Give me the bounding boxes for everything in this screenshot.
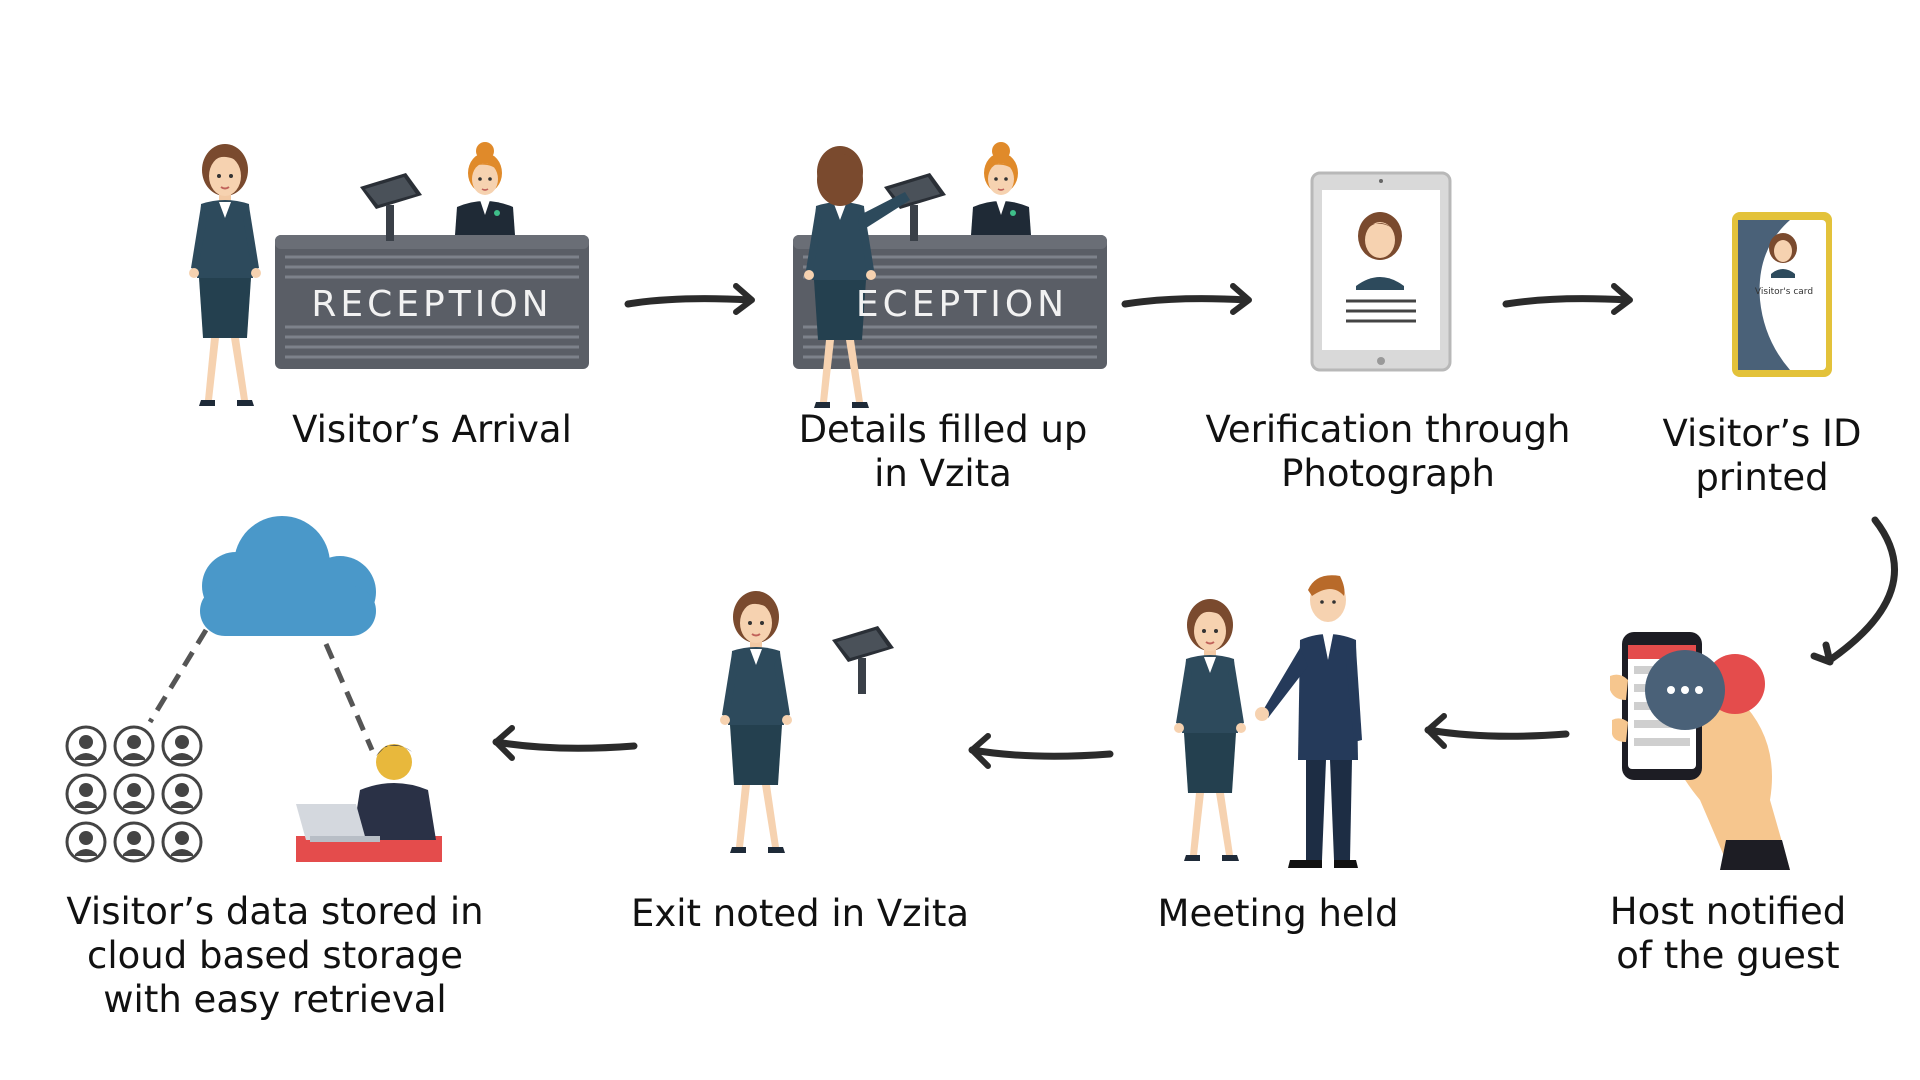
step-label-meeting: Meeting held bbox=[1157, 892, 1399, 935]
cloud-icon bbox=[200, 516, 376, 636]
verification-tablet-icon bbox=[1310, 171, 1452, 372]
step-label-stored: Visitor’s data stored in cloud based sto… bbox=[66, 890, 484, 1021]
step-label-arrival: Visitor’s Arrival bbox=[292, 408, 572, 451]
step-label-details: Details filled up in Vzita bbox=[798, 408, 1088, 495]
reception-sign-text-partial: ECEPTION bbox=[856, 284, 1068, 325]
office-worker-icon bbox=[296, 744, 442, 862]
connection-lines bbox=[147, 628, 375, 751]
step-label-exit: Exit noted in Vzita bbox=[630, 892, 970, 935]
details-scene bbox=[791, 141, 1109, 409]
phone-notification-icon bbox=[1610, 632, 1790, 870]
step-label-host-notified: Host notified of the guest bbox=[1609, 890, 1847, 977]
arrow-icon bbox=[1810, 516, 1899, 666]
reception-sign-text: RECEPTION bbox=[311, 284, 552, 325]
step-label-verification: Verification through Photograph bbox=[1205, 408, 1571, 495]
step-label-id-printed: Visitor’s ID printed bbox=[1662, 412, 1862, 499]
handshake-scene bbox=[1173, 575, 1362, 868]
id-card-text: Visitor's card bbox=[1755, 287, 1813, 297]
id-card-icon bbox=[1732, 212, 1832, 377]
